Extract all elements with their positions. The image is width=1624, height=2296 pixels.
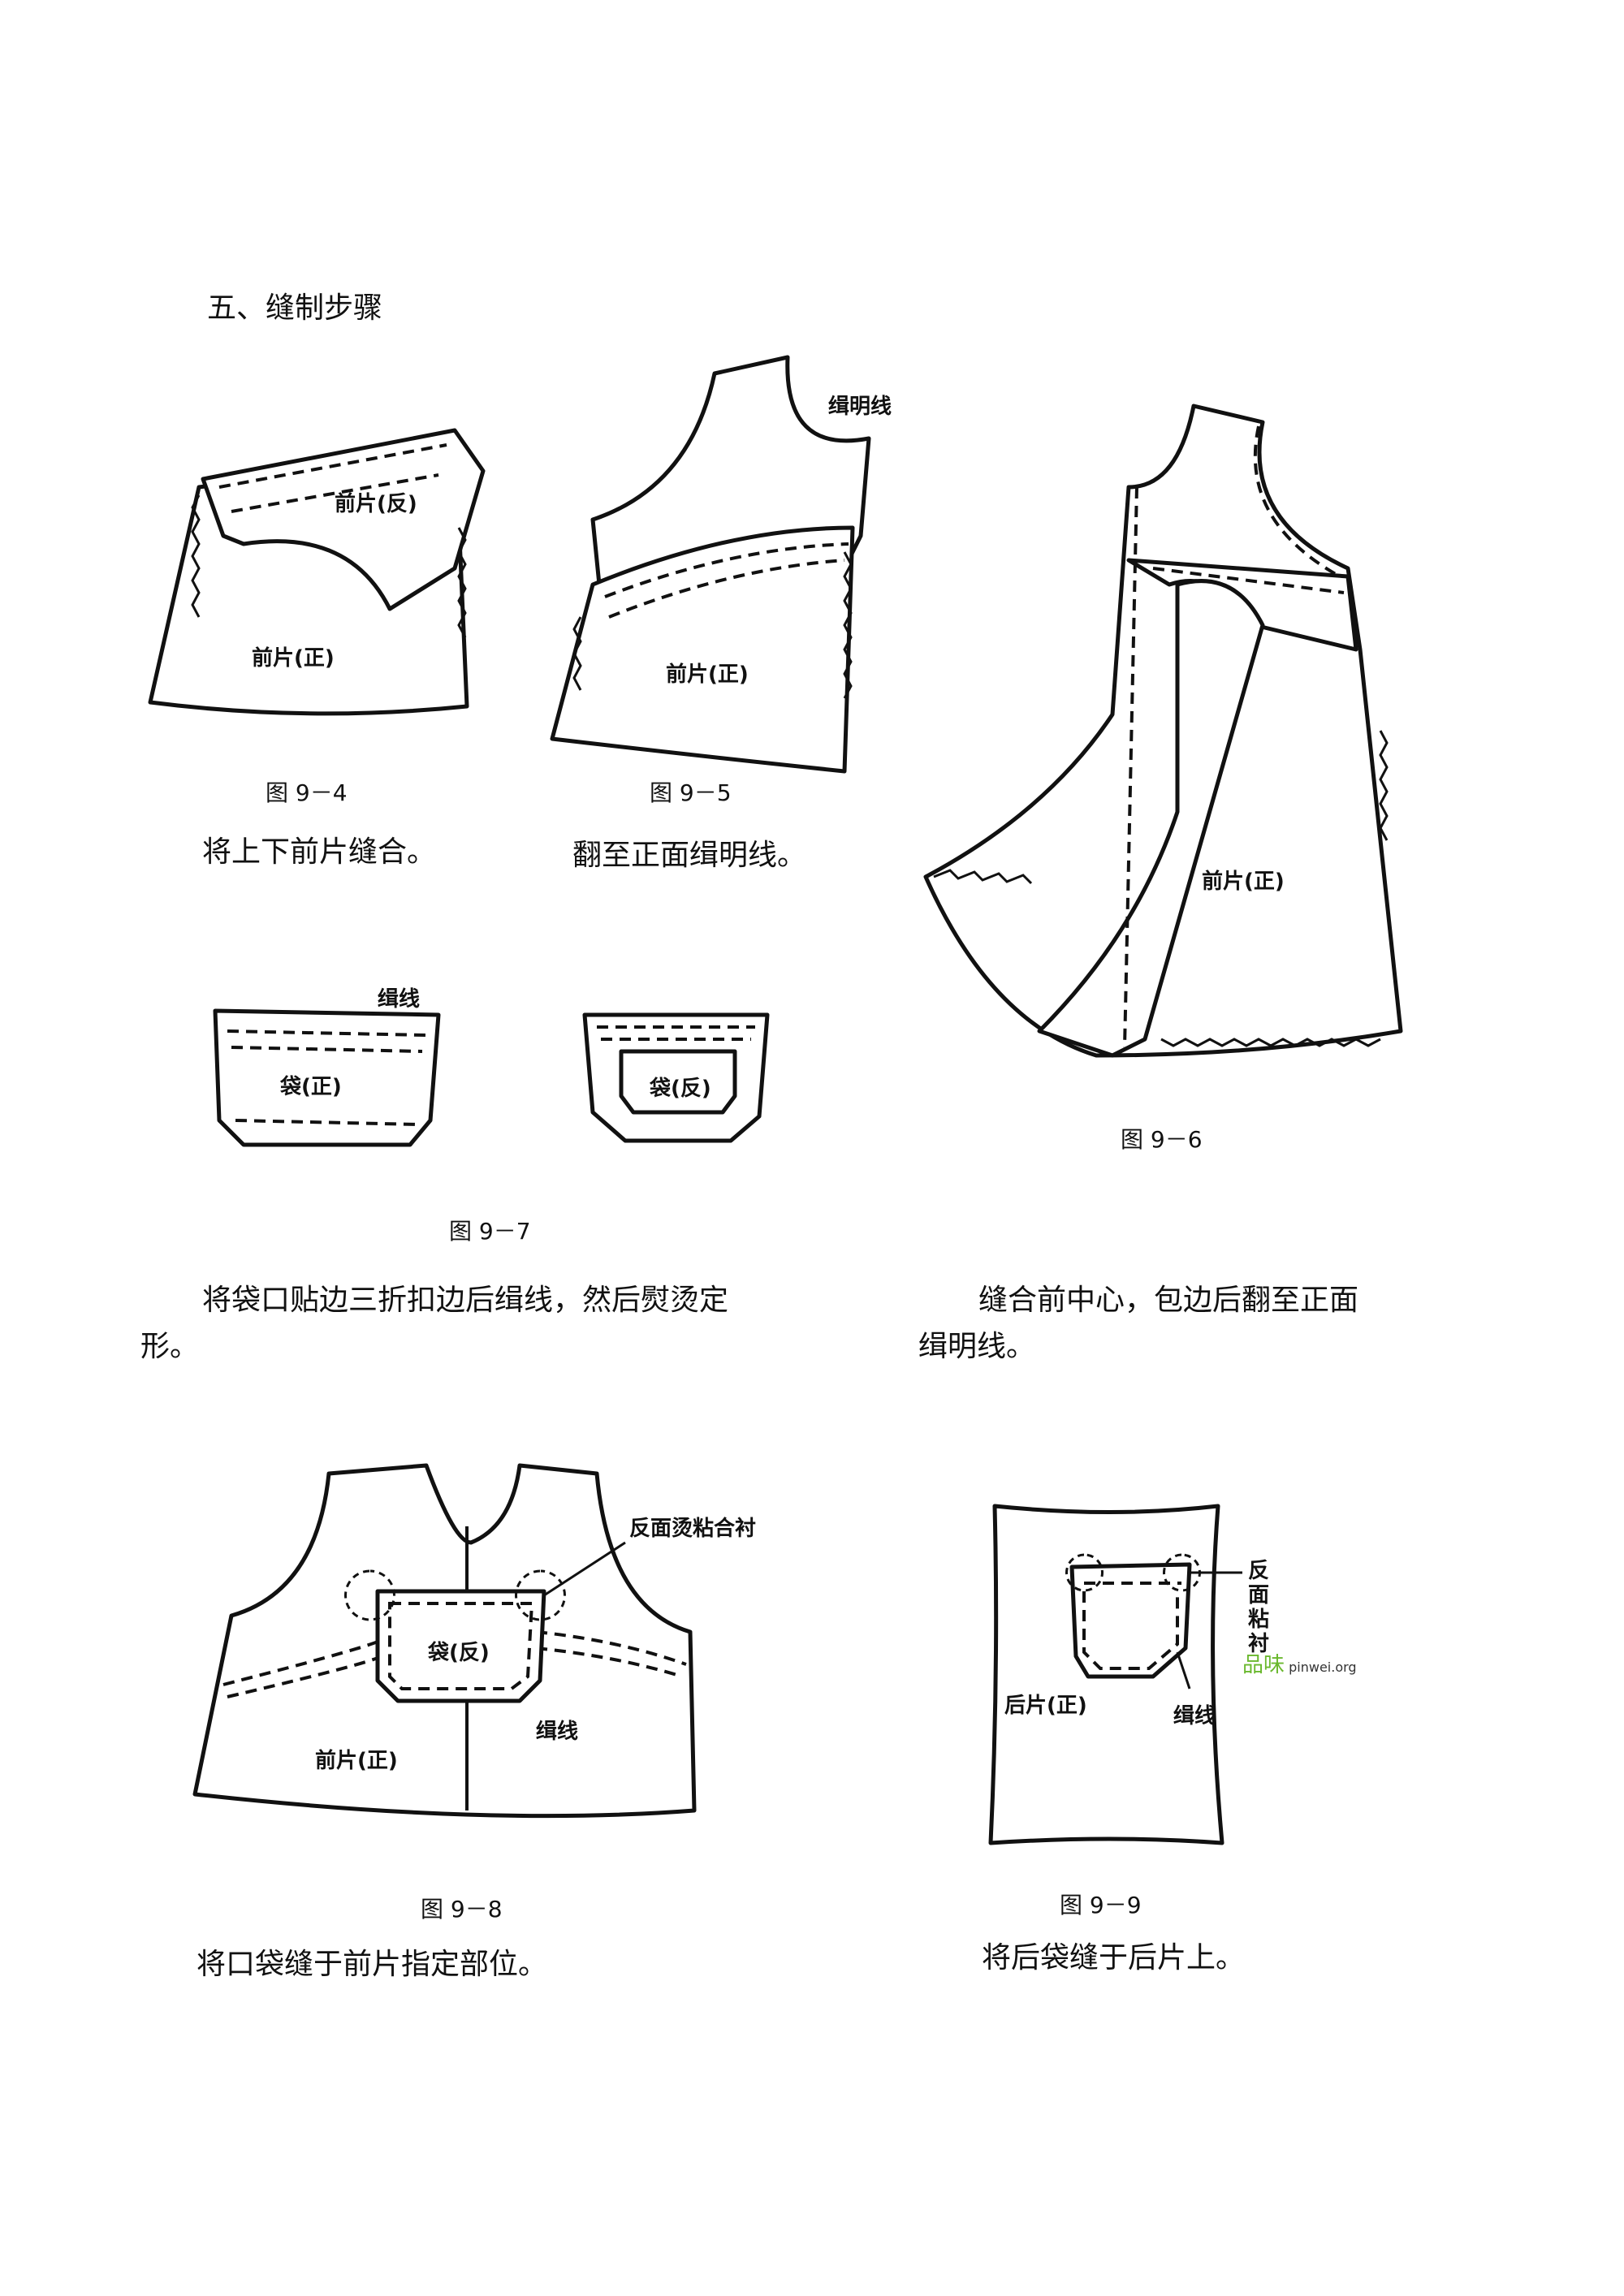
figure-caption: 图 9－8 <box>421 1896 503 1923</box>
figure-description: 将后袋缝于后片上。 <box>982 1941 1246 1974</box>
section-title: 五、缝制步骤 <box>207 291 383 325</box>
label-topstitch: 缉明线 <box>828 395 892 419</box>
figure-caption: 图 9－5 <box>650 779 732 806</box>
figure-9-6-drawing <box>923 404 1403 1058</box>
paragraph-line: 将袋口贴边三折扣边后缉线，然后熨烫定 <box>202 1284 729 1317</box>
label-pocket-back: 袋(反) <box>650 1077 711 1101</box>
figure-description: 翻至正面缉明线。 <box>572 839 807 872</box>
figure-caption: 图 9－7 <box>449 1218 531 1245</box>
figure-caption: 图 9－6 <box>1121 1126 1203 1153</box>
label-front-right: 前片(正) <box>1202 870 1285 894</box>
figure-9-9-drawing <box>988 1504 1242 1845</box>
paragraph-line: 形。 <box>140 1330 200 1363</box>
figure-9-7-drawing <box>213 1008 770 1147</box>
figure-description: 将口袋缝于前片指定部位。 <box>197 1948 548 1981</box>
figure-9-5-drawing <box>550 355 871 774</box>
label-back-right: 后片(正) <box>1004 1694 1087 1718</box>
label-stitch: 缉线 <box>1173 1704 1216 1728</box>
paragraph-line: 缝合前中心，包边后翻至正面 <box>978 1284 1359 1317</box>
figure-caption: 图 9－9 <box>1060 1892 1142 1918</box>
label-front-right: 前片(正) <box>315 1749 398 1773</box>
label-front-back: 前片(反) <box>335 492 417 516</box>
figure-description: 将上下前片缝合。 <box>202 835 437 869</box>
label-pocket-front: 袋(正) <box>280 1075 342 1099</box>
label-stitch: 缉线 <box>536 1720 579 1744</box>
watermark: 品味 pinwei.org <box>1242 1648 1357 1678</box>
watermark-logo: 品味 <box>1242 1653 1285 1677</box>
label-stitch: 缉线 <box>378 987 421 1012</box>
label-front-right: 前片(正) <box>252 646 335 671</box>
label-pocket-back: 袋(反) <box>428 1641 490 1665</box>
figure-9-8-drawing <box>192 1463 697 1819</box>
paragraph-line: 缉明线。 <box>918 1330 1036 1363</box>
label-interlining: 反面烫粘合衬 <box>629 1517 757 1541</box>
label-front-right: 前片(正) <box>666 662 749 687</box>
figure-9-4-drawing <box>148 428 486 716</box>
label-interlining: 反面粘衬 <box>1248 1559 1270 1656</box>
figure-caption: 图 9－4 <box>266 779 348 806</box>
watermark-site: pinwei.org <box>1289 1659 1357 1675</box>
